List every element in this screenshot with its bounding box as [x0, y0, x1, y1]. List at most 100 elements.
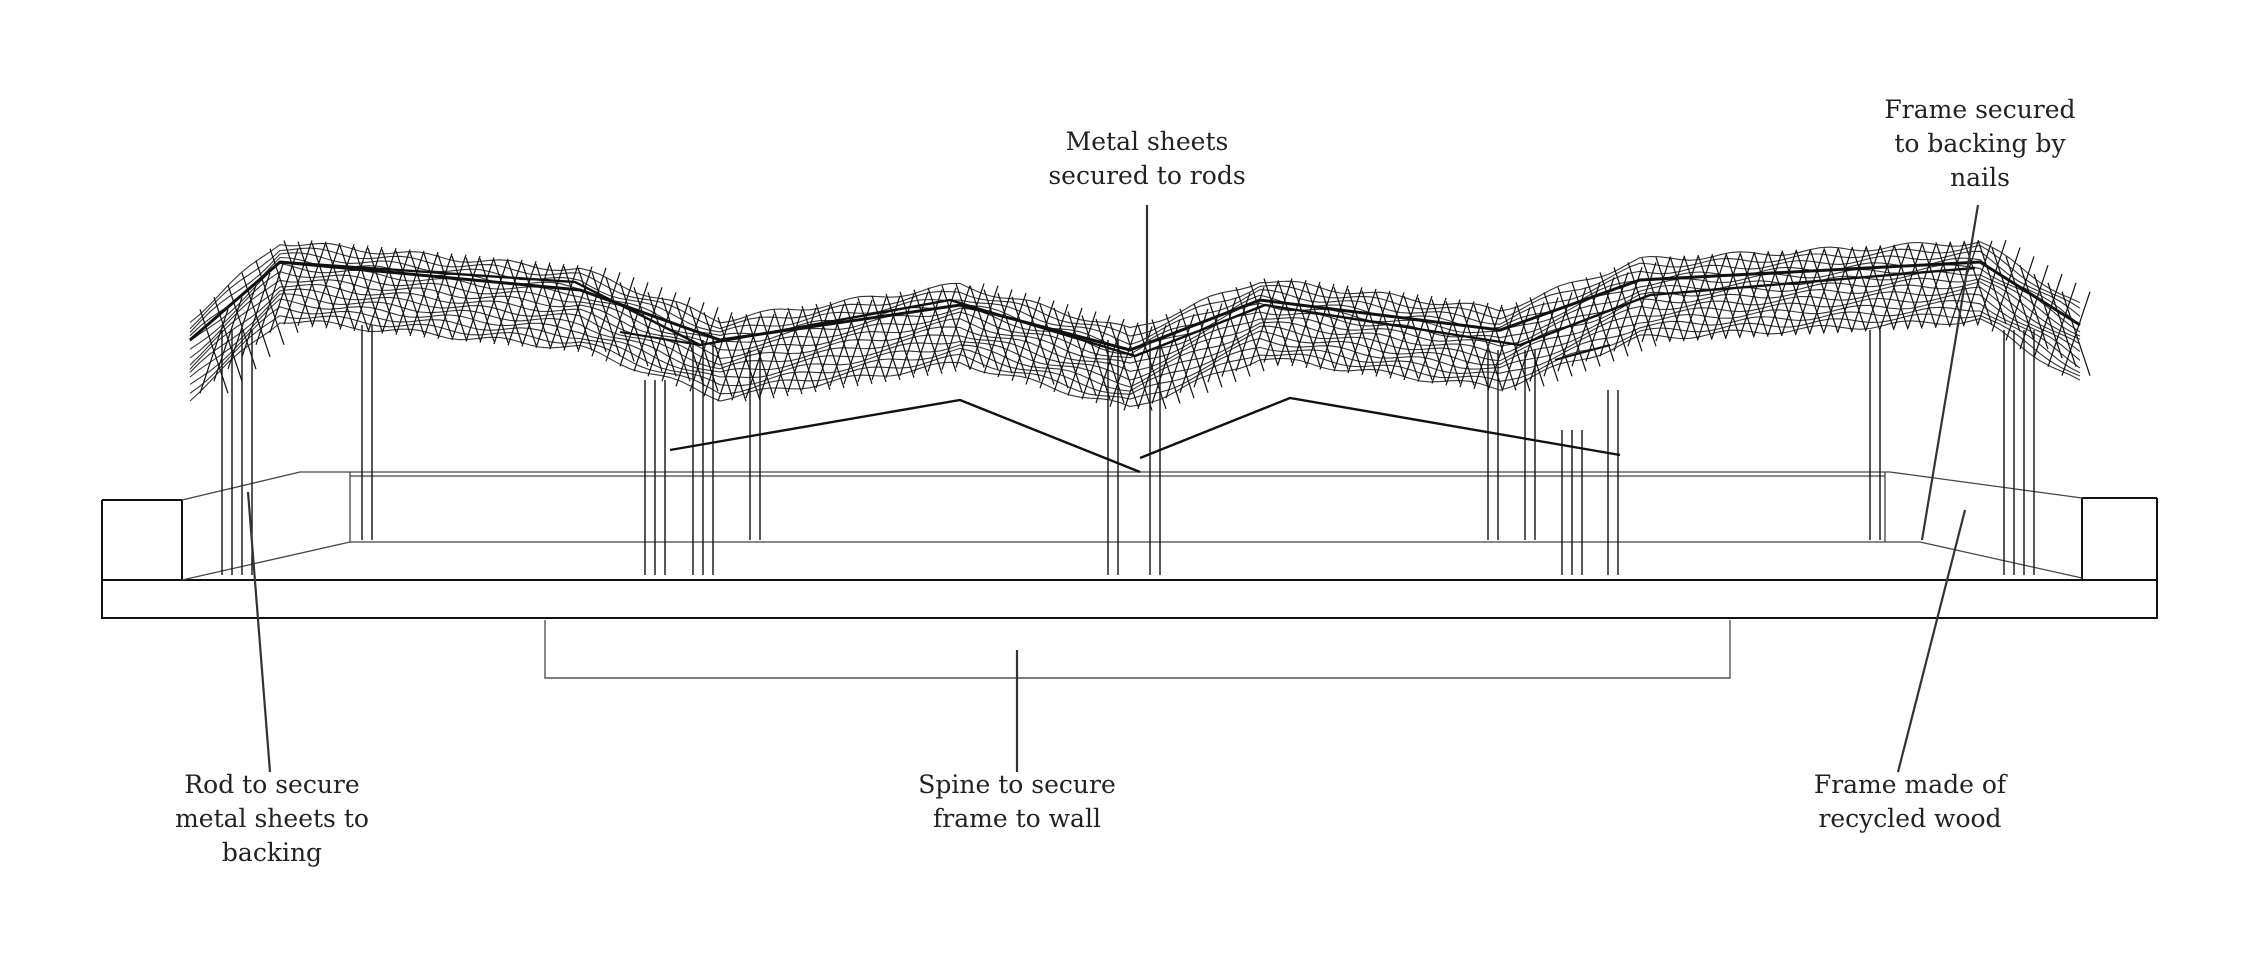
mesh-strand: [1263, 278, 1293, 363]
mesh-strand: [189, 306, 2081, 395]
mesh-strand: [913, 289, 943, 374]
leader-frame-secured: [1920, 204, 1980, 541]
mesh-strand: [1011, 296, 1041, 381]
mesh-strand: [1921, 242, 1951, 328]
mesh-strand: [311, 242, 341, 328]
mesh-strand: [189, 241, 2081, 329]
mesh-strand: [1991, 247, 2021, 332]
mesh-strand: [283, 240, 313, 325]
mesh-strand: [1669, 256, 1699, 341]
mesh-strand: [661, 297, 691, 382]
mesh-strand: [647, 292, 677, 377]
back-wall: [181, 471, 2083, 581]
mesh-strand: [759, 312, 789, 397]
mesh-strand: [367, 248, 397, 333]
callout-rod: Rod to secure metal sheets to backing: [175, 770, 369, 867]
mesh-strand: [1627, 262, 1657, 347]
mesh-strand: [1277, 280, 1307, 365]
mesh-strand: [1361, 290, 1391, 375]
mesh-strand: [1249, 281, 1279, 366]
mesh-strand: [1291, 281, 1321, 367]
mesh-strand: [633, 287, 663, 372]
mesh-strand: [1081, 315, 1111, 400]
mesh-strand: [199, 309, 229, 394]
mesh-strand: [297, 241, 327, 326]
mesh-strand: [745, 314, 775, 399]
mesh-strand: [325, 244, 355, 329]
mesh-strand: [1655, 257, 1685, 342]
mesh-strand: [577, 267, 607, 352]
mesh-strand: [829, 301, 859, 387]
mesh-strand: [279, 260, 1976, 358]
mesh-strand: [1893, 244, 1923, 329]
rods: [221, 325, 2035, 575]
mesh-strand: [731, 316, 761, 401]
mesh-strand: [213, 297, 243, 382]
mesh-strand: [479, 258, 509, 343]
callout-frame-secured: Frame secured to backing by nails: [1884, 95, 2076, 192]
mesh-strand: [1963, 240, 1993, 325]
mesh-strand: [927, 287, 957, 372]
mesh-strand: [189, 277, 2081, 364]
mesh-strand: [1473, 304, 1503, 389]
mesh-strand: [1781, 250, 1811, 335]
mesh-strand: [1865, 245, 1895, 331]
mesh-strand: [2061, 291, 2091, 376]
mesh-strand: [689, 307, 719, 392]
mesh-strand: [423, 253, 453, 338]
mesh-strand: [969, 285, 999, 370]
mesh-strand: [703, 312, 733, 397]
mesh-strand: [669, 398, 1141, 474]
mesh-strand: [997, 292, 1027, 378]
mesh-strand: [339, 245, 369, 330]
mesh-strand: [1683, 255, 1713, 340]
mesh-strand: [241, 272, 271, 358]
mesh-strand: [983, 289, 1013, 374]
mesh-strand: [1375, 292, 1405, 377]
mesh-strand: [1837, 247, 1867, 332]
mesh-strand: [353, 246, 383, 332]
mesh-strand: [591, 272, 621, 357]
mesh-strand: [1697, 254, 1727, 340]
mesh-strand: [1767, 251, 1797, 336]
mesh-strand: [1809, 248, 1839, 334]
mesh-strand: [189, 281, 2081, 372]
mesh-strand: [1109, 322, 1139, 407]
leader-lines: [246, 204, 1980, 773]
mesh-strand: [1753, 251, 1783, 337]
mesh-strand: [955, 283, 985, 368]
mesh-strand: [189, 260, 2081, 352]
mesh-strand: [255, 260, 285, 345]
mesh-strand: [1417, 297, 1447, 382]
mesh-strand: [1067, 311, 1097, 396]
mesh-strand: [395, 250, 425, 335]
mesh-strand: [941, 285, 971, 370]
mesh-strand: [465, 257, 495, 342]
mesh-strand: [1139, 396, 1621, 460]
mesh-strand: [1935, 242, 1965, 327]
mesh-strand: [1431, 299, 1461, 384]
mesh-strand: [1039, 304, 1069, 389]
callout-frame-made: Frame made of recycled wood: [1813, 770, 2007, 833]
mesh-strand: [381, 249, 411, 334]
base-frame: [101, 497, 2158, 619]
mesh-strand: [1795, 249, 1825, 334]
metal-mesh-sheets: [189, 239, 2091, 474]
mesh-strand: [1739, 252, 1769, 337]
mesh-strand: [1879, 245, 1909, 330]
mesh-strand: [189, 293, 2081, 388]
mesh-strand: [2047, 282, 2077, 367]
mesh-strand: [815, 303, 845, 389]
mesh-strand: [409, 251, 439, 337]
mesh-strand: [1333, 287, 1363, 372]
mesh-strand: [507, 261, 537, 346]
mesh-strand: [1347, 288, 1377, 374]
mesh-strand: [535, 263, 565, 349]
mesh-strand: [1977, 239, 2007, 325]
mesh-strand: [2019, 265, 2049, 350]
mesh-strand: [189, 250, 2081, 346]
mesh-strand: [1851, 246, 1881, 331]
mesh-strand: [1319, 285, 1349, 370]
mesh-strand: [1823, 248, 1853, 333]
